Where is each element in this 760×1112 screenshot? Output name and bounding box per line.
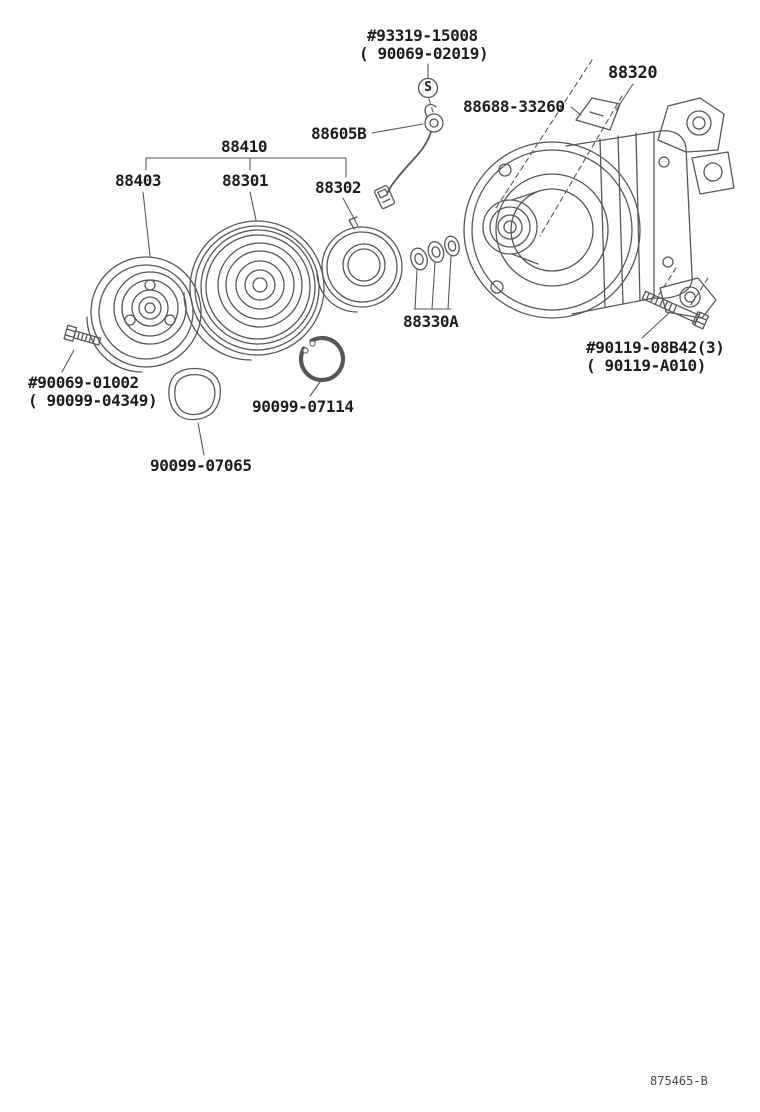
- part-label-88320: 88320: [608, 63, 658, 83]
- snap-ring-drawing: [298, 335, 346, 383]
- part-label-90119-line1: #90119-08B42(3): [586, 338, 725, 357]
- part-label-93319-line1: #93319-15008: [367, 26, 478, 45]
- washers-88330a-drawing: [410, 235, 460, 271]
- part-label-90119-line2: ( 90119-A010): [586, 356, 707, 375]
- part-label-90099-07065: 90099-07065: [150, 456, 252, 475]
- part-label-88688: 88688-33260: [463, 97, 565, 116]
- part-label-88403: 88403: [115, 171, 162, 190]
- leader-lines: [61, 63, 670, 456]
- sensor-symbol-circle: [417, 77, 439, 99]
- sensor-symbol-label: S: [424, 80, 432, 95]
- pulley-88301-drawing: [183, 220, 325, 361]
- part-label-90069-line2: ( 90099-04349): [28, 391, 158, 410]
- plate-gasket-drawing: [168, 367, 222, 421]
- bolt-90069-drawing: [63, 324, 102, 346]
- part-label-88330a: 88330A: [403, 312, 459, 331]
- drawing-code: 875465-B: [650, 1074, 708, 1088]
- bolt-90119-drawing: [641, 290, 710, 330]
- part-label-88301: 88301: [222, 171, 269, 190]
- part-label-88605b: 88605B: [311, 124, 367, 143]
- compressor-88320-drawing: [463, 97, 735, 319]
- coil-88302-drawing: [316, 216, 403, 313]
- harness-88605b-drawing: [374, 103, 444, 210]
- clutch-hub-88403-drawing: [86, 256, 202, 373]
- part-label-93319-line2: ( 90069-02019): [359, 44, 489, 63]
- part-label-90099-07114: 90099-07114: [252, 397, 354, 416]
- bracket-88688-drawing: [575, 97, 621, 131]
- part-label-88410: 88410: [221, 137, 268, 156]
- part-label-90069-line1: #90069-01002: [28, 373, 139, 392]
- part-label-88302: 88302: [315, 178, 362, 197]
